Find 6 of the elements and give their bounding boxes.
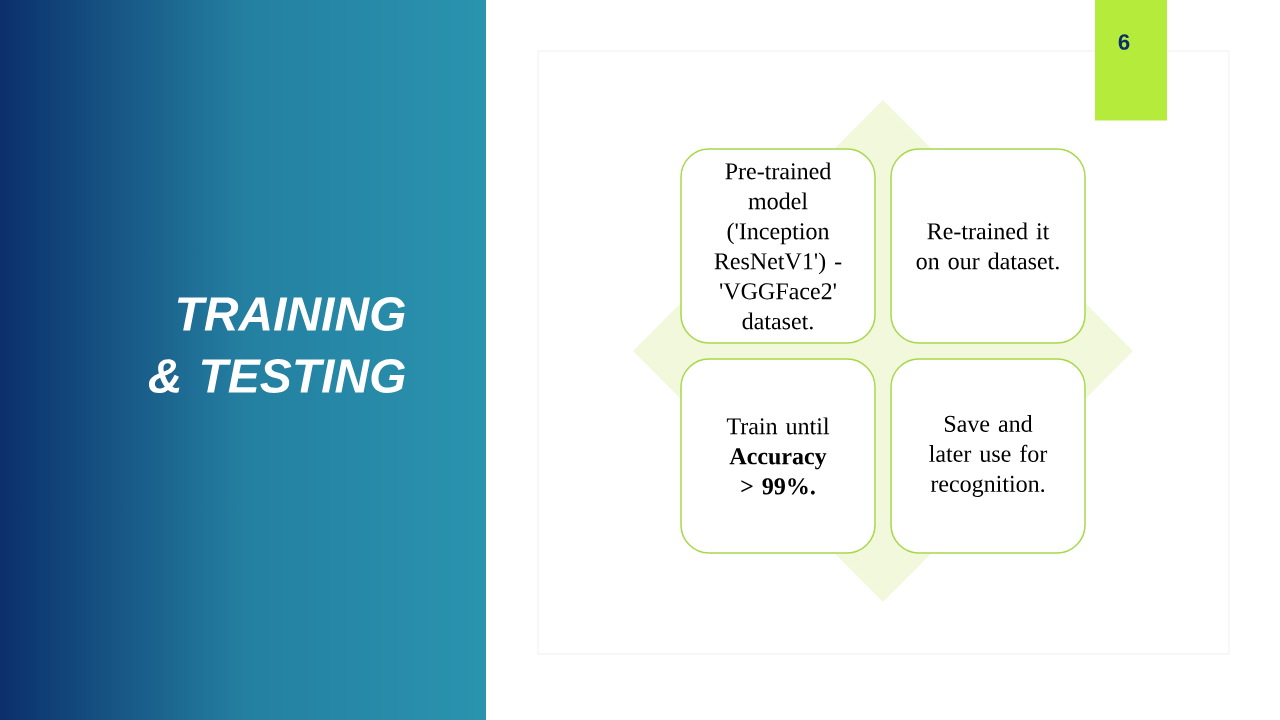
page-number: 6	[1095, 0, 1167, 121]
rounded-box: Pre-trained model ('Inception ResNetV1') - 'VGGFace2' dataset.	[680, 148, 876, 344]
rounded-box: Re-trained it on our dataset.	[890, 148, 1086, 344]
rounded-box: Train until Accuracy > 99%.	[680, 358, 876, 554]
rounded-box: Save and later use for recognition.	[890, 358, 1086, 554]
slide-title: TRAINING & TESTING	[148, 297, 405, 393]
